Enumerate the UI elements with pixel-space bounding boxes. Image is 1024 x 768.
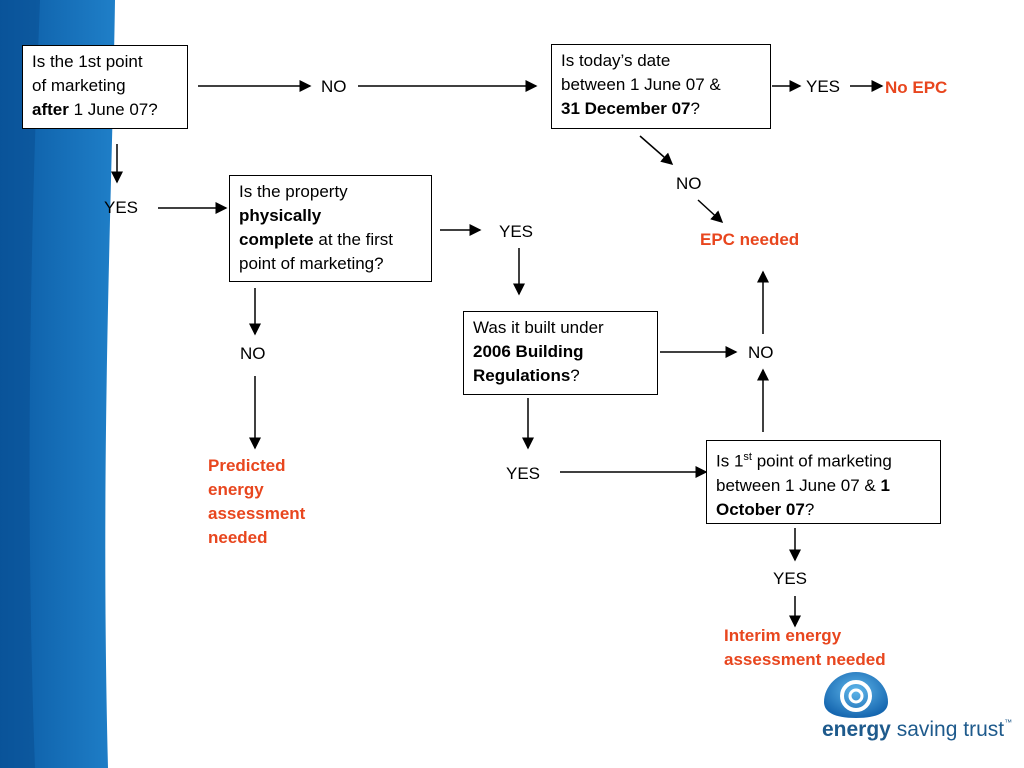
label-yes-q1: YES (104, 198, 139, 217)
q5-sup: st (743, 451, 752, 463)
q1-line1: Is the 1st point (32, 52, 143, 71)
logo-trademark: ™ (1004, 718, 1013, 727)
label-no-q2: NO (676, 174, 702, 193)
decision-building-regulations: Was it built under 2006 Building Regulat… (463, 311, 658, 395)
q5-bold2: October 07 (716, 499, 805, 519)
logo-word-energy: energy (822, 718, 891, 741)
outcome-predicted-assessment: Predicted energy assessment needed (208, 454, 305, 550)
q3-line1: Is the property (239, 182, 348, 201)
q5-post: point of marketing (751, 451, 892, 471)
q1-line2: of marketing (32, 76, 126, 95)
outcome-epc-needed: EPC needed (700, 230, 800, 249)
energy-saving-trust-logo-icon (824, 672, 888, 718)
predicted-line4: needed (208, 528, 268, 547)
label-no-q4: NO (748, 343, 774, 362)
q4-bold2: Regulations (473, 366, 571, 385)
q3-bold2: complete (239, 230, 314, 249)
q3-line4: point of marketing? (239, 254, 384, 273)
q5-rest: ? (804, 499, 815, 519)
q2-rest: ? (690, 99, 700, 118)
label-yes-q3: YES (499, 222, 534, 241)
q4-bold1: 2006 Building (473, 342, 584, 361)
outcome-interim-assessment: Interim energy assessment needed (724, 624, 886, 672)
decision-first-marketing-october: Is 1st point of marketing between 1 June… (706, 440, 941, 524)
q3-rest2: at the first (313, 230, 394, 249)
label-no-q3: NO (240, 344, 266, 363)
interim-line1: Interim energy (724, 626, 842, 645)
q1-bold: after (32, 100, 69, 119)
label-yes-q2: YES (806, 77, 841, 96)
q5-pre: Is 1 (716, 451, 744, 471)
predicted-line2: energy (208, 480, 264, 499)
decision-physically-complete: Is the property physically complete at t… (229, 175, 432, 282)
logo-word-saving-trust: saving trust (890, 718, 1005, 741)
q3-bold1: physically (239, 206, 322, 225)
q4-rest: ? (570, 366, 580, 385)
outcome-no-epc: No EPC (885, 78, 948, 97)
decision-first-marketing-after-june: Is the 1st point of marketing after 1 Ju… (22, 45, 188, 129)
decision-todays-date: Is today’s date between 1 June 07 & 31 D… (551, 44, 771, 129)
q5-line2a: between 1 June 07 & (716, 475, 881, 495)
q2-line1: Is today’s date (561, 51, 671, 70)
label-no-q1: NO (321, 77, 347, 96)
q5-bold1: 1 (880, 475, 890, 495)
label-yes-q5: YES (773, 569, 808, 588)
q4-line1: Was it built under (473, 318, 604, 337)
label-yes-q4: YES (506, 464, 541, 483)
q1-rest: 1 June 07? (68, 100, 158, 119)
interim-line2: assessment needed (724, 650, 886, 669)
q2-bold: 31 December 07 (561, 99, 691, 118)
logo-wordmark: energy saving trust™ (822, 718, 1012, 742)
q2-line2: between 1 June 07 & (561, 75, 721, 94)
predicted-line3: assessment (208, 504, 306, 523)
predicted-line1: Predicted (208, 456, 286, 475)
